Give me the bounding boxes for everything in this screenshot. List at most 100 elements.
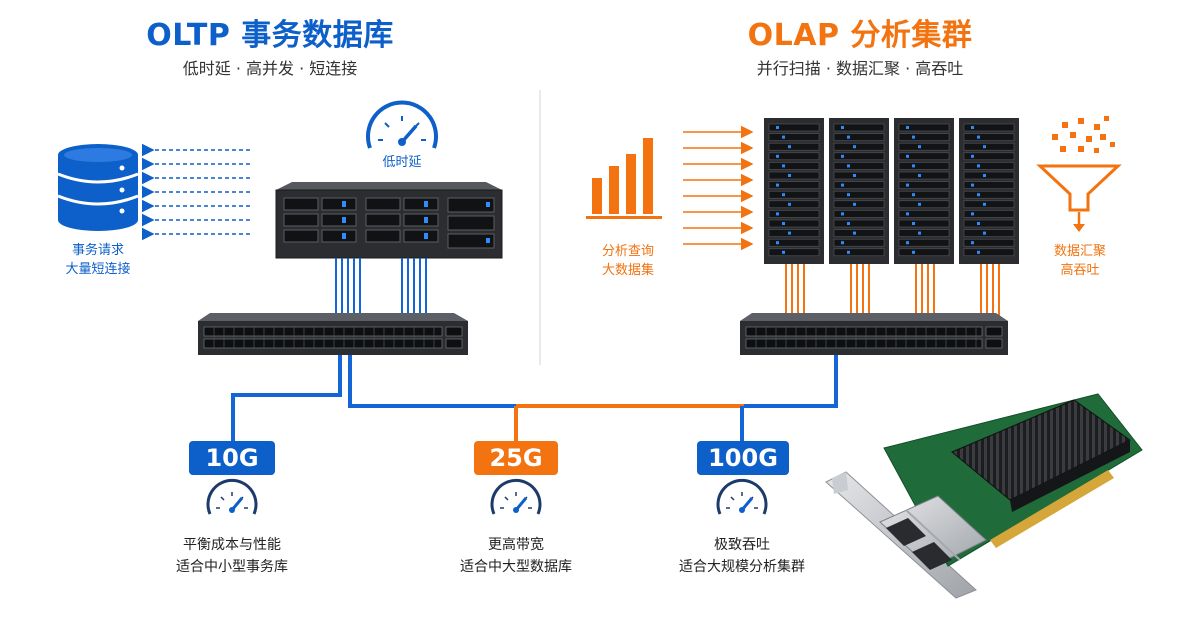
rack-slot xyxy=(898,200,950,209)
rack-slot xyxy=(898,142,950,151)
rack-slot xyxy=(768,229,820,237)
rack-led xyxy=(918,231,921,235)
rack-slot xyxy=(833,162,885,170)
funnel-label-line2: 高吞吐 xyxy=(1060,263,1100,278)
rack-led xyxy=(782,164,785,168)
rack-slot xyxy=(768,162,820,170)
chart-label-line1: 分析查询 xyxy=(601,244,654,259)
rack-led xyxy=(906,183,909,187)
rack-slot xyxy=(898,152,950,161)
rack-slot xyxy=(963,181,1015,189)
rack-slot xyxy=(833,190,885,199)
rack-slot xyxy=(833,123,885,132)
rack-slot xyxy=(898,123,950,132)
rack-led xyxy=(977,164,980,168)
rack-led xyxy=(847,193,850,197)
rack-led xyxy=(841,241,844,245)
rack-slot xyxy=(898,181,950,189)
rack-slot xyxy=(833,210,885,218)
rack-slot xyxy=(963,210,1015,218)
oltp-subtitle: 低时延 · 高并发 · 短连接 xyxy=(182,59,358,78)
rack-slot xyxy=(963,229,1015,237)
rack-slot xyxy=(963,162,1015,170)
rack-led xyxy=(788,174,791,177)
funnel-label-line1: 数据汇聚 xyxy=(1053,244,1106,259)
rack-led xyxy=(971,183,974,187)
desc-25g-line2: 适合中大型数据库 xyxy=(460,559,572,575)
rack-slot xyxy=(833,248,885,257)
rack-led xyxy=(776,241,779,245)
rack-slot xyxy=(963,152,1015,161)
rack-led xyxy=(912,250,915,254)
rack-slot xyxy=(963,142,1015,151)
desc-25g-line1: 更高带宽 xyxy=(488,537,544,553)
rack-slot xyxy=(768,152,820,161)
chart-label-line2: 大数据集 xyxy=(601,263,654,278)
badge-10g: 10G xyxy=(189,441,275,475)
rack-led xyxy=(788,202,791,206)
switch-icon xyxy=(198,313,468,355)
rack-led xyxy=(906,154,909,158)
gauge-icon xyxy=(366,100,438,149)
olap-cables xyxy=(785,264,1000,318)
rack-slot xyxy=(963,123,1015,132)
db-label: 事务请求 大量短连接 xyxy=(48,241,148,279)
rack-led xyxy=(847,135,850,139)
rack-slot xyxy=(833,171,885,180)
rack-led xyxy=(782,135,785,139)
desc-25g: 更高带宽 适合中大型数据库 xyxy=(426,534,606,578)
rack-slot xyxy=(898,229,950,237)
olap-subtitle: 并行扫描 · 数据汇聚 · 高吞吐 xyxy=(756,59,964,78)
rack-slot xyxy=(963,171,1015,180)
rack-led xyxy=(776,212,779,216)
rack-led xyxy=(983,202,986,206)
rack-led xyxy=(776,126,779,129)
gauge-icon xyxy=(490,478,542,515)
server-icon xyxy=(275,182,503,259)
rack-led xyxy=(971,241,974,245)
rack-led xyxy=(841,126,844,129)
rack-led xyxy=(853,174,856,177)
database-icon xyxy=(57,144,139,231)
rack-slot xyxy=(898,238,950,247)
rack-slot xyxy=(898,162,950,170)
gauge-icon xyxy=(206,478,258,515)
rack-slot xyxy=(768,219,820,228)
network-card-icon xyxy=(825,393,1143,599)
link-100g xyxy=(516,404,744,441)
chart-label: 分析查询 大数据集 xyxy=(578,242,678,280)
rack-led xyxy=(918,174,921,177)
rack-slot xyxy=(833,152,885,161)
oltp-cables xyxy=(335,258,427,318)
rack-slot xyxy=(768,190,820,199)
rack-led xyxy=(782,222,785,225)
rack-led xyxy=(918,145,921,149)
rack-led xyxy=(971,126,974,129)
rack-led xyxy=(912,135,915,139)
rack-led xyxy=(912,222,915,225)
rack-slot xyxy=(768,181,820,189)
desc-100g-line2: 适合大规模分析集群 xyxy=(679,559,805,575)
desc-10g-line2: 适合中小型事务库 xyxy=(176,559,288,575)
rack-led xyxy=(977,222,980,225)
badge-25g: 25G xyxy=(474,441,558,475)
rack-led xyxy=(782,250,785,254)
rack-slot xyxy=(963,190,1015,199)
desc-10g-line1: 平衡成本与性能 xyxy=(183,537,281,553)
rack-slot xyxy=(833,200,885,209)
rack-led xyxy=(983,145,986,149)
rack-led xyxy=(788,231,791,235)
link-10g xyxy=(231,355,342,441)
rack-led xyxy=(776,183,779,187)
rack-led xyxy=(977,250,980,254)
rack-slot xyxy=(768,200,820,209)
rack-led xyxy=(906,212,909,216)
desc-100g: 极致吞吐 适合大规模分析集群 xyxy=(647,534,837,578)
rack-slot xyxy=(768,123,820,132)
rack-slot xyxy=(898,248,950,257)
rack-led xyxy=(776,154,779,158)
rack-slot xyxy=(898,210,950,218)
rack-led xyxy=(971,154,974,158)
analysis-arrows xyxy=(683,125,754,251)
